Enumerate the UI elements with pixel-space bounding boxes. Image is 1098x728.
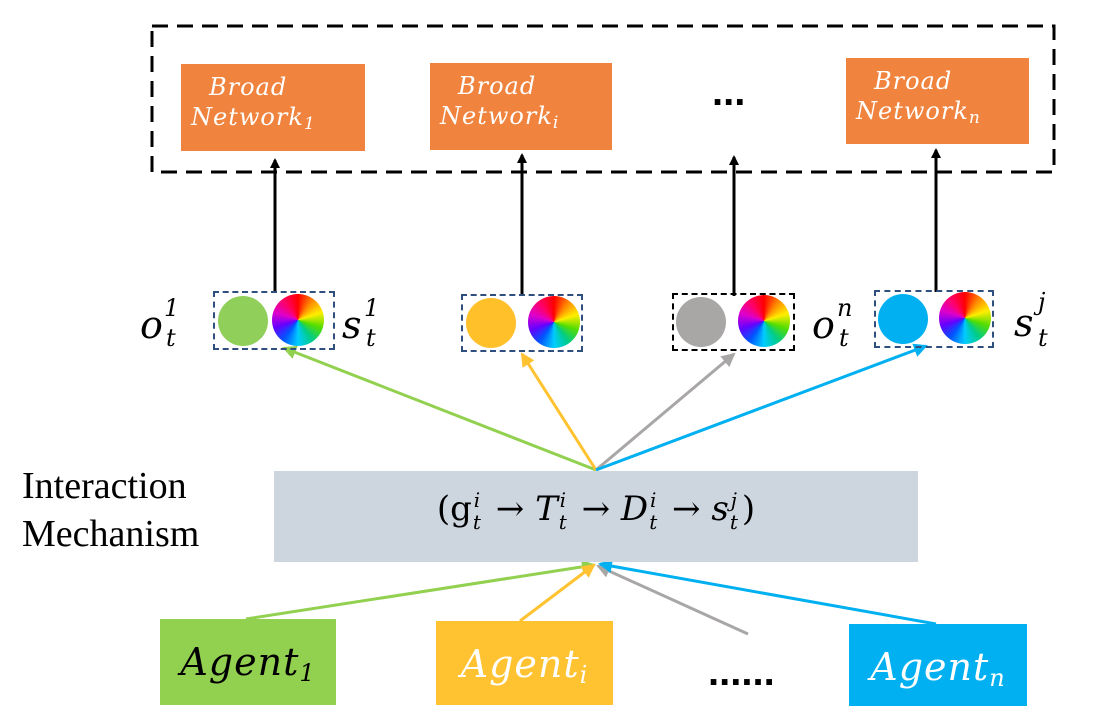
- arrow-gray-to-mechanism: [596, 564, 749, 636]
- arrow-agent1-to-mechanism: [245, 559, 596, 621]
- pair-3-frame: [672, 293, 795, 351]
- state-gray-color-wheel: [738, 295, 790, 347]
- broad-network-i-title: Broad: [458, 72, 537, 100]
- broad-network-n-title: Broad: [874, 67, 953, 95]
- mechanism-label-line1: Interaction: [22, 465, 187, 507]
- observation-1-circle: [218, 296, 268, 346]
- arrow-mechanism-to-pair2: [520, 352, 598, 471]
- label-o-t-1: o 1 t: [140, 294, 180, 352]
- broad-network-n-box: Broad Networkn: [846, 58, 1029, 144]
- network-ellipsis: ...: [712, 70, 746, 114]
- broad-network-group-frame: [150, 24, 1056, 174]
- broad-network-1-label: Network1: [191, 103, 316, 134]
- state-n-color-wheel: [939, 292, 991, 344]
- agent-i-box: Agenti: [436, 621, 613, 705]
- broad-network-i-label: Networki: [440, 102, 560, 133]
- agent-n-box: Agentn: [849, 624, 1027, 706]
- pair-2-frame: [461, 294, 583, 352]
- mechanism-label-line2: Mechanism: [22, 513, 200, 555]
- arrow-mechanism-to-pair4: [595, 343, 928, 472]
- label-o-t-n: o n t: [812, 294, 853, 352]
- arrow-agenti-to-mechanism: [519, 563, 596, 623]
- arrow-mechanism-to-pair3: [595, 352, 736, 472]
- pair-4-frame: [874, 290, 994, 348]
- agent-ellipsis: ......: [708, 650, 775, 694]
- observation-gray-circle: [676, 297, 726, 347]
- pair-1-frame: [213, 291, 335, 350]
- state-i-color-wheel: [528, 296, 580, 348]
- arrow-mechanism-to-pair1: [282, 345, 597, 472]
- arrow-agentn-to-mechanism: [598, 559, 937, 626]
- broad-network-1-title: Broad: [209, 73, 288, 101]
- label-s-t-j: s j t: [1014, 288, 1048, 352]
- observation-i-circle: [466, 298, 516, 348]
- label-s-t-1: s 1 t: [342, 294, 380, 352]
- broad-network-n-label: Networkn: [856, 97, 981, 128]
- state-1-color-wheel: [272, 294, 324, 346]
- broad-network-i-box: Broad Networki: [430, 63, 612, 150]
- agent-1-box: Agent1: [160, 619, 336, 705]
- interaction-mechanism-label: Interaction Mechanism: [22, 462, 199, 558]
- observation-n-circle: [878, 294, 928, 344]
- broad-network-1-box: Broad Network1: [181, 64, 365, 151]
